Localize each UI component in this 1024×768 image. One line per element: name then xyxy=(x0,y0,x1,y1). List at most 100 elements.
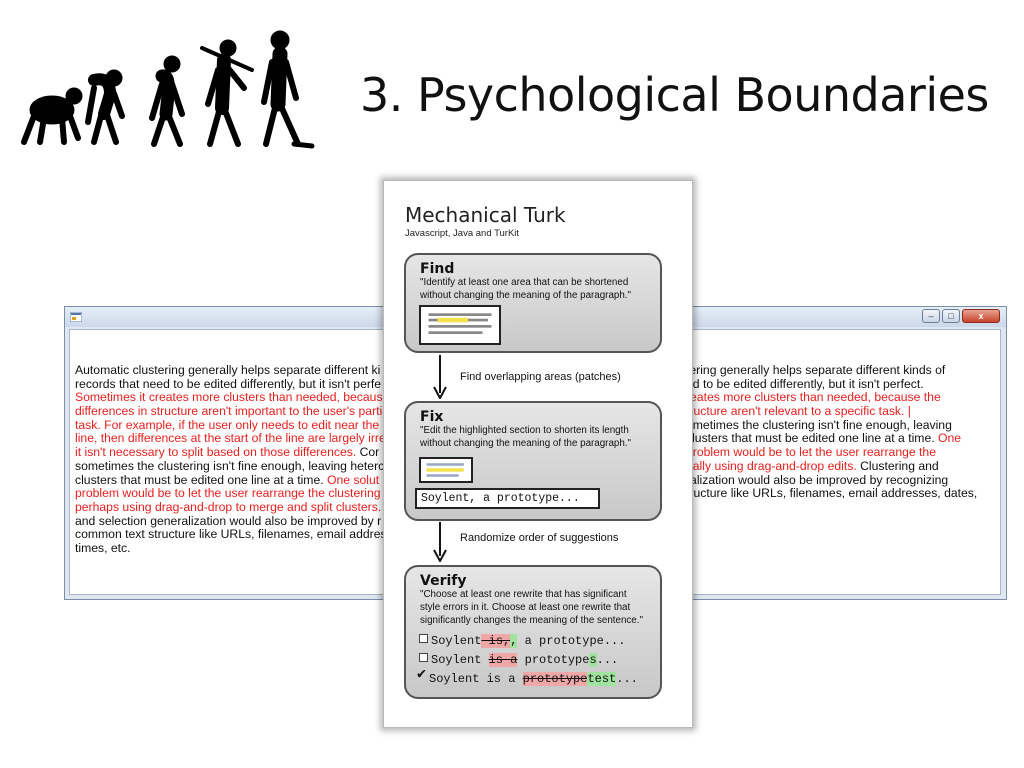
verify-description: "Choose at least one rewrite that has si… xyxy=(420,589,643,627)
highlight-thumbnail xyxy=(419,457,473,483)
plain-text: tructure like URLs, filenames, email add… xyxy=(689,486,978,501)
figure-2 xyxy=(85,69,125,145)
card-subtitle: Javascript, Java and TurKit xyxy=(405,228,520,239)
find-desc-line: "Identify at least one area that can be … xyxy=(420,277,629,288)
find-title: Find xyxy=(420,261,455,277)
option-text: Soylent is a xyxy=(429,672,523,686)
checkbox[interactable] xyxy=(419,653,428,662)
inserted-text: test xyxy=(587,672,617,686)
text-line: ually using drag-and-drop edits. Cluster… xyxy=(690,459,977,474)
text-line: Automatic clustering generally helps sep… xyxy=(75,363,387,378)
inserted-text: , xyxy=(510,634,518,648)
text-line: ed to be edited differently, but it isn'… xyxy=(689,376,977,392)
right-editor-window: – □ x tering generally helps separate di… xyxy=(684,306,1007,600)
text-line: clusters that must be edited one line at… xyxy=(689,431,977,446)
maximize-button[interactable]: □ xyxy=(942,309,960,323)
text-line: tructure aren't relevant to a specific t… xyxy=(689,404,977,419)
text-line: tructure like URLs, filenames, email add… xyxy=(689,486,978,501)
text-line: problem would be to let the user rearran… xyxy=(689,445,977,460)
fix-title: Fix xyxy=(420,409,444,425)
highlighted-text: One solut xyxy=(327,472,380,487)
minimize-button[interactable]: – xyxy=(922,309,940,323)
fix-description: "Edit the highlighted section to shorten… xyxy=(420,425,631,451)
verify-option[interactable]: Soylent is,, a prototype... xyxy=(419,633,625,649)
option-text: ... xyxy=(596,653,619,667)
highlighted-text: line, then differences at the start of t… xyxy=(75,431,386,446)
paragraph-thumbnail xyxy=(419,305,501,345)
down-arrow-icon xyxy=(433,522,447,562)
mechanical-turk-card: Mechanical Turk Javascript, Java and Tur… xyxy=(383,180,693,728)
text-line: task. For example, if the user only need… xyxy=(75,417,387,433)
highlighted-text: it isn't necessary to split based on tho… xyxy=(75,445,357,460)
option-text: Soylent xyxy=(431,653,489,667)
text-line: problem would be to let the user rearran… xyxy=(75,486,387,501)
highlighted-text: differences in structure aren't importan… xyxy=(75,404,383,419)
text-line: and selection generalization would also … xyxy=(75,513,387,529)
inserted-text: s xyxy=(589,653,597,667)
evolution-silhouettes xyxy=(21,30,315,149)
text-line: Sometimes it creates more clusters than … xyxy=(75,391,387,405)
step-find-overlaps: Find overlapping areas (patches) xyxy=(460,371,621,383)
checkbox[interactable] xyxy=(419,634,428,643)
verify-desc-line: significantly changes the meaning of the… xyxy=(420,614,643,626)
plain-text: clusters that must be edited one line at… xyxy=(689,431,939,446)
highlighted-text: reates more clusters than needed, becaus… xyxy=(689,390,941,405)
plain-text: ed to be edited differently, but it isn'… xyxy=(689,376,924,391)
fix-desc-line: "Edit the highlighted section to shorten… xyxy=(420,425,629,436)
close-button[interactable]: x xyxy=(962,309,1000,323)
document-text: Automatic clustering generally helps sep… xyxy=(75,363,387,556)
highlighted-text: perhaps using drag-and-drop to merge and… xyxy=(75,499,382,514)
find-desc-line: without changing the meaning of the para… xyxy=(420,289,631,301)
card-title: Mechanical Turk xyxy=(405,203,566,227)
figure-3 xyxy=(149,55,185,147)
text-area[interactable]: tering generally helps separate differen… xyxy=(689,329,1001,595)
left-editor-window: Automatic clustering generally helps sep… xyxy=(64,306,394,600)
rewrite-input[interactable]: Soylent, a prototype... xyxy=(415,488,600,509)
plain-text: Automatic clustering generally helps sep… xyxy=(75,363,381,377)
plain-text: Cor xyxy=(356,445,380,460)
window-titlebar[interactable] xyxy=(65,307,393,327)
highlighted-text: problem would be to let the user rearran… xyxy=(689,445,936,460)
verify-option[interactable]: ✔Soylent is a prototypetest... xyxy=(417,667,638,687)
plain-text: ometimes the clustering isn't fine enoug… xyxy=(689,417,952,432)
highlighted-text: problem would be to let the user rearran… xyxy=(75,486,381,501)
text-line: line, then differences at the start of t… xyxy=(75,432,387,446)
text-line: tering generally helps separate differen… xyxy=(689,363,977,378)
slide-title: 3. Psychological Boundaries xyxy=(360,68,989,122)
text-line: sometimes the clustering isn't fine enou… xyxy=(75,459,387,474)
checkmark-icon: ✔ xyxy=(417,666,427,683)
highlighted-text: Sometimes it creates more clusters than … xyxy=(75,390,383,405)
plain-text: common text structure like URLs, filenam… xyxy=(75,527,387,542)
window-titlebar[interactable]: – □ x xyxy=(685,307,1006,327)
figure-5 xyxy=(261,30,315,149)
text-line: reates more clusters than needed, becaus… xyxy=(689,390,977,405)
text-area[interactable]: Automatic clustering generally helps sep… xyxy=(69,329,389,595)
highlighted-text: tructure aren't relevant to a specific t… xyxy=(689,404,911,419)
fix-desc-line: without changing the meaning of the para… xyxy=(420,437,631,449)
plain-text: times, etc. xyxy=(75,540,131,555)
option-text: ... xyxy=(616,672,638,686)
down-arrow-icon xyxy=(433,355,447,399)
find-stage: Find "Identify at least one area that ca… xyxy=(404,253,662,353)
text-line: common text structure like URLs, filenam… xyxy=(75,527,387,542)
deleted-text: prototype xyxy=(522,672,588,686)
plain-text: ralization would also be improved by rec… xyxy=(689,472,949,487)
verify-title: Verify xyxy=(420,573,467,589)
deleted-text: is, xyxy=(481,634,511,648)
verify-desc-line: style errors in it. Choose at least one … xyxy=(420,601,631,613)
step-randomize: Randomize order of suggestions xyxy=(460,532,619,544)
figure-4 xyxy=(200,39,254,147)
text-line: differences in structure aren't importan… xyxy=(75,404,387,419)
text-line: times, etc. xyxy=(75,540,387,556)
highlighted-text: task. For example, if the user only need… xyxy=(75,417,380,432)
text-line: perhaps using drag-and-drop to merge and… xyxy=(75,499,387,515)
plain-text: tering generally helps separate differen… xyxy=(689,363,946,377)
verify-option[interactable]: Soylent is a prototypes... xyxy=(419,652,618,668)
plain-text: and selection generalization would also … xyxy=(75,513,382,528)
document-text: tering generally helps separate differen… xyxy=(689,363,978,501)
plain-text: clusters that must be edited one line at… xyxy=(75,472,328,487)
find-description: "Identify at least one area that can be … xyxy=(420,277,631,303)
text-line: ralization would also be improved by rec… xyxy=(689,472,977,488)
verify-stage: Verify "Choose at least one rewrite that… xyxy=(404,565,662,699)
fix-stage: Fix "Edit the highlighted section to sho… xyxy=(404,401,662,521)
